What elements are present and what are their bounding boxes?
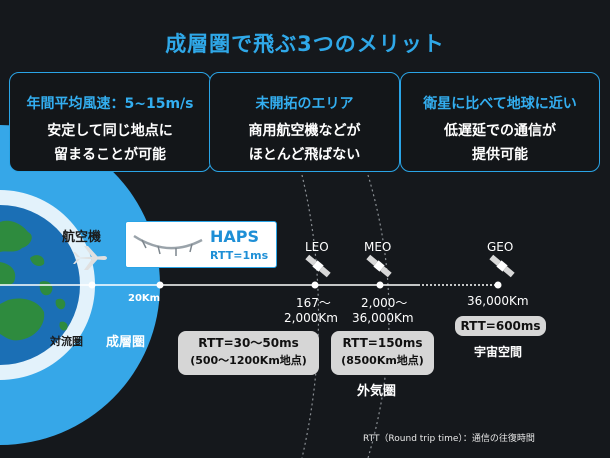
airplane-label: 航空機 [62, 230, 102, 245]
leo-satellite-icon [305, 254, 331, 278]
merit-text: 安定して同じ地点に [47, 123, 173, 139]
altitude-label: 20Km [128, 293, 161, 304]
merit-box-latency: 衛星に比べて地球に近い 低遅延での通信が提供可能 [400, 72, 600, 172]
marker-meo [376, 281, 384, 289]
haps-box: HAPS RTT=1ms [125, 221, 277, 268]
rtt-geo-badge: RTT=600ms [455, 316, 546, 336]
marker-leo [311, 281, 319, 289]
marker-troposphere [88, 281, 96, 289]
rtt-leo-value: RTT=30〜50ms [198, 336, 299, 350]
meo-range-end: 36,000Km [352, 311, 414, 325]
rtt-meo-badge: RTT=150ms (8500Km地点) [331, 331, 434, 375]
stratosphere-label: 成層圏 [106, 335, 146, 350]
merit-text: 留まることが可能 [54, 147, 166, 163]
leo-range-start: 167〜 [296, 296, 331, 310]
merit-heading: 未開拓のエリア [255, 96, 354, 112]
merit-box-area: 未開拓のエリア 商用航空機などがほとんど飛ばない [209, 72, 400, 172]
haps-rtt: RTT=1ms [210, 249, 269, 262]
merit-heading: 衛星に比べて地球に近い [423, 96, 577, 112]
meo-range-start: 2,000〜 [361, 296, 408, 310]
rtt-leo-note: (500〜1200Km地点) [190, 354, 307, 367]
rtt-leo-badge: RTT=30〜50ms (500〜1200Km地点) [178, 331, 319, 375]
footnote: RTT（Round trip time）：通信の往復時間 [363, 434, 535, 444]
meo-label: MEO [364, 240, 392, 254]
meo-satellite-icon [366, 254, 392, 278]
diagram-title: 成層圏で飛ぶ3つのメリット [165, 32, 445, 56]
merit-text: 商用航空機などが [248, 123, 361, 139]
merit-text: 低遅延での通信が [444, 123, 556, 139]
geo-range: 36,000Km [467, 294, 529, 308]
leo-orbit-arc [301, 174, 320, 458]
rtt-meo-note: (8500Km地点) [341, 354, 424, 367]
rtt-meo-value: RTT=150ms [342, 336, 423, 350]
merit-text: ほとんど飛ばない [248, 147, 361, 163]
merit-box-wind: 年間平均風速：5~15m/s 安定して同じ地点に留まることが可能 [9, 72, 211, 172]
merit-text: 提供可能 [472, 147, 528, 163]
exosphere-label: 外気圏 [357, 384, 397, 399]
troposphere-label: 対流圏 [50, 335, 83, 348]
geo-label: GEO [487, 240, 514, 254]
merit-heading: 年間平均風速：5~15m/s [26, 96, 194, 112]
leo-range-end: 2,000Km [284, 311, 338, 325]
airplane-icon [73, 246, 107, 270]
haps-aircraft-icon [133, 234, 203, 256]
space-label: 宇宙空間 [474, 345, 523, 359]
haps-name: HAPS [210, 227, 260, 246]
marker-20km [156, 281, 164, 289]
geo-satellite-icon [489, 254, 515, 278]
leo-label: LEO [305, 240, 329, 254]
marker-geo [494, 281, 502, 289]
